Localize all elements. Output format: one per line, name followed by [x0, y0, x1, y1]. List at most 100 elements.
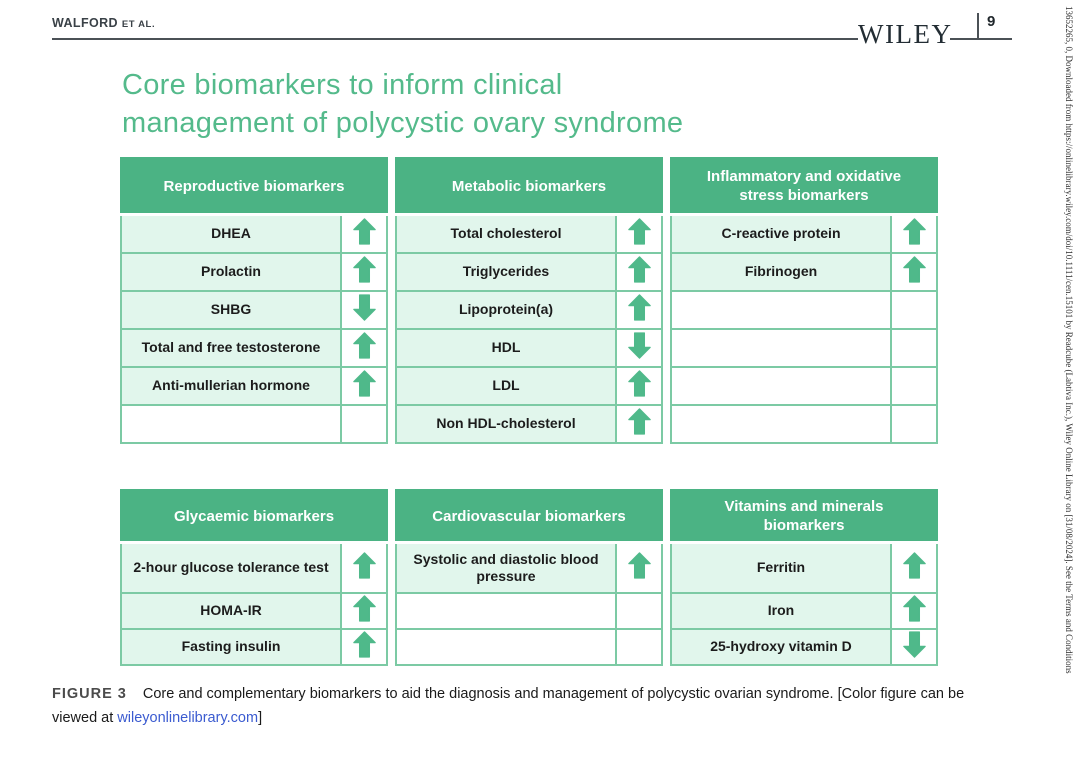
biomarker-label-cell: HOMA-IR [120, 591, 342, 630]
wiley-logo: WILEY [858, 19, 953, 49]
biomarker-label-cell: Prolactin [120, 251, 342, 292]
trend-arrow-cell [890, 541, 938, 594]
down-arrow-icon [902, 631, 926, 658]
biomarker-label-cell [395, 627, 617, 666]
biomarker-label-cell: 25-hydroxy vitamin D [670, 627, 892, 666]
trend-arrow-cell [340, 627, 388, 666]
biomarker-label-cell: 2-hour glucose tolerance test [120, 541, 342, 594]
trend-arrow-cell [340, 365, 388, 406]
trend-arrow-cell [890, 365, 938, 406]
running-head-etal: ET AL. [121, 19, 156, 30]
figure-title: Core biomarkers to inform clinical manag… [122, 66, 762, 142]
trend-arrow-cell [340, 541, 388, 594]
table-row: Anti-mullerian hormone [120, 365, 388, 406]
up-arrow-icon [902, 218, 926, 245]
table-row: DHEA [120, 213, 388, 254]
biomarker-label-cell: Total and free testosterone [120, 327, 342, 368]
running-head-authors: WALFORD [52, 16, 118, 30]
trend-arrow-cell [890, 251, 938, 292]
biomarker-label-cell: C-reactive protein [670, 213, 892, 254]
table-row [670, 403, 938, 444]
trend-arrow-cell [340, 289, 388, 330]
table-group-header: Metabolic biomarkers [395, 157, 663, 216]
caption-link[interactable]: wileyonlinelibrary.com [117, 710, 259, 726]
biomarker-label-cell [670, 327, 892, 368]
table-row: Lipoprotein(a) [395, 289, 663, 330]
table-group-header: Glycaemic biomarkers [120, 489, 388, 544]
biomarker-label-cell: Non HDL-cholesterol [395, 403, 617, 444]
up-arrow-icon [902, 595, 926, 622]
up-arrow-icon [627, 218, 651, 245]
biomarker-label-cell: HDL [395, 327, 617, 368]
trend-arrow-cell [890, 403, 938, 444]
up-arrow-icon [627, 256, 651, 283]
figure-caption-label: FIGURE 3 [52, 686, 127, 702]
trend-arrow-cell [340, 251, 388, 292]
header-divider-bar [977, 13, 979, 40]
trend-arrow-cell [615, 591, 663, 630]
biomarker-label-cell: DHEA [120, 213, 342, 254]
table-group-header: Inflammatory and oxidative stress biomar… [670, 157, 938, 216]
table-row [670, 327, 938, 368]
table-row: 25-hydroxy vitamin D [670, 627, 938, 666]
table-row: 2-hour glucose tolerance test [120, 541, 388, 594]
page-number: 9 [987, 13, 996, 30]
up-arrow-icon [352, 595, 376, 622]
up-arrow-icon [627, 370, 651, 397]
trend-arrow-cell [615, 403, 663, 444]
trend-arrow-cell [890, 327, 938, 368]
up-arrow-icon [627, 552, 651, 579]
down-arrow-icon [627, 332, 651, 359]
trend-arrow-cell [615, 251, 663, 292]
figure-title-line2: management of polycystic ovary syndrome [122, 107, 684, 139]
trend-arrow-cell [890, 627, 938, 666]
up-arrow-icon [627, 294, 651, 321]
table-row: Systolic and diastolic blood pressure [395, 541, 663, 594]
header-rule-end [978, 38, 1012, 40]
trend-arrow-cell [340, 213, 388, 254]
trend-arrow-cell [615, 289, 663, 330]
table-row: Prolactin [120, 251, 388, 292]
down-arrow-icon [352, 294, 376, 321]
table-row: Fasting insulin [120, 627, 388, 666]
trend-arrow-cell [890, 591, 938, 630]
up-arrow-icon [352, 218, 376, 245]
biomarker-label-cell [670, 403, 892, 444]
table-row [395, 591, 663, 630]
biomarker-label-cell [395, 591, 617, 630]
biomarker-label-cell: Fibrinogen [670, 251, 892, 292]
table-row: Fibrinogen [670, 251, 938, 292]
sidebar-citation: 13652265, 0, Downloaded from https://onl… [1064, 6, 1074, 674]
up-arrow-icon [627, 408, 651, 435]
up-arrow-icon [352, 370, 376, 397]
up-arrow-icon [902, 256, 926, 283]
table-row: Non HDL-cholesterol [395, 403, 663, 444]
table-row [395, 627, 663, 666]
biomarker-label-cell: Fasting insulin [120, 627, 342, 666]
trend-arrow-cell [340, 327, 388, 368]
up-arrow-icon [352, 332, 376, 359]
trend-arrow-cell [615, 627, 663, 666]
up-arrow-icon [352, 552, 376, 579]
trend-arrow-cell [615, 541, 663, 594]
table-row: Iron [670, 591, 938, 630]
up-arrow-icon [902, 552, 926, 579]
up-arrow-icon [352, 256, 376, 283]
biomarker-label-cell: Iron [670, 591, 892, 630]
table-row: HDL [395, 327, 663, 368]
table-row [120, 403, 388, 444]
header-rule-right [950, 38, 978, 40]
figure-caption-text2: viewed at [52, 710, 118, 726]
table-group-header: Cardiovascular biomarkers [395, 489, 663, 544]
table-row: C-reactive protein [670, 213, 938, 254]
trend-arrow-cell [340, 403, 388, 444]
figure-caption: FIGURE 3 Core and complementary biomarker… [52, 682, 1022, 730]
trend-arrow-cell [615, 327, 663, 368]
figure-caption-text: Core and complementary biomarkers to aid… [142, 686, 965, 702]
